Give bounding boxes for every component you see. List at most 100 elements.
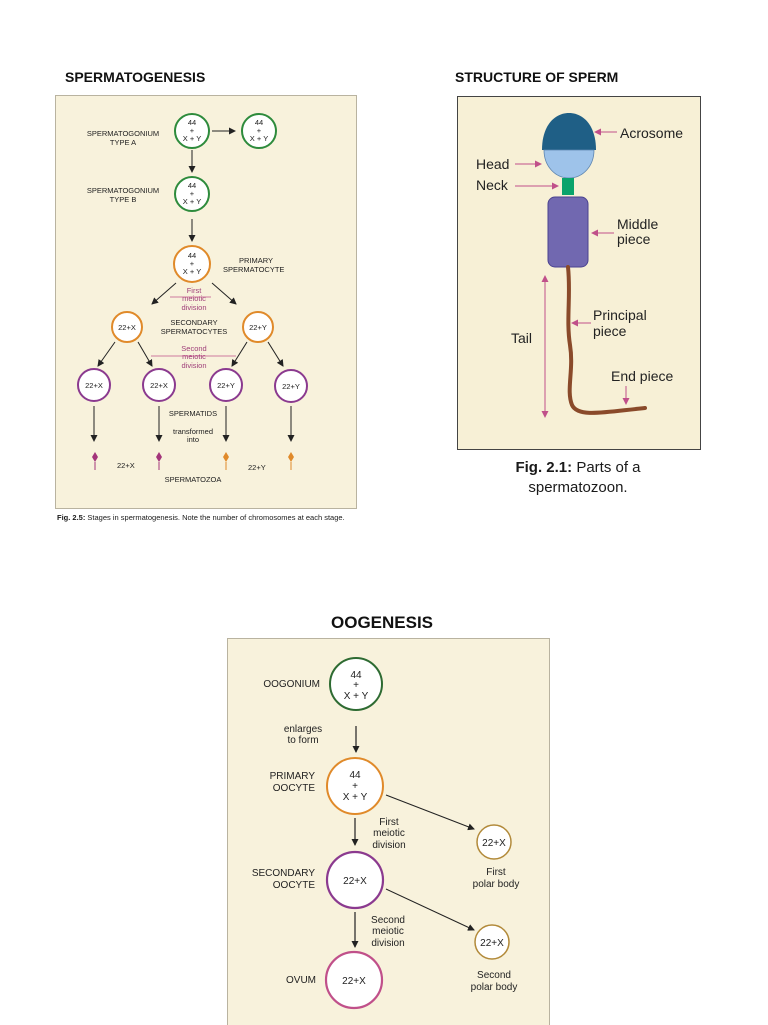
- svg-text:SECONDARY: SECONDARY: [252, 868, 315, 879]
- oogonium-label: OOGONIUM: [263, 679, 320, 690]
- spermatid-3-cell: [209, 368, 243, 402]
- svg-text:OOCYTE: OOCYTE: [273, 880, 316, 891]
- oogonium-cell: [329, 657, 383, 711]
- svg-text:Principal: Principal: [593, 307, 647, 323]
- svg-text:X + Y: X + Y: [250, 134, 268, 143]
- svg-text:44: 44: [350, 670, 362, 681]
- ovum-cell: [324, 950, 384, 1010]
- svg-text:44: 44: [349, 770, 361, 781]
- svg-text:+: +: [353, 680, 359, 691]
- spermatozoa-x-label: 22+X: [117, 461, 135, 470]
- spermatogenesis-caption-text: Stages in spermatogenesis. Note the numb…: [85, 513, 345, 522]
- svg-text:44: 44: [188, 251, 196, 260]
- svg-text:polar body: polar body: [471, 982, 518, 993]
- spermatid-3-label: 22+Y: [217, 381, 235, 390]
- arrow-secx-to-spermatid-2: [137, 341, 153, 367]
- svg-text:Second: Second: [477, 970, 511, 981]
- neck-shape: [562, 178, 574, 195]
- first-meiotic-division-label: First meiotic division: [372, 817, 405, 851]
- svg-text:meiotic: meiotic: [373, 828, 405, 839]
- svg-text:to form: to form: [287, 735, 318, 746]
- spermatids-label: SPERMATIDS: [169, 409, 217, 418]
- tail-label: Tail: [511, 330, 532, 346]
- svg-text:SPERMATOCYTE: SPERMATOCYTE: [223, 265, 284, 274]
- end-piece-label: End piece: [611, 368, 673, 384]
- spermatid-4-label: 22+Y: [282, 382, 300, 391]
- svg-text:+: +: [352, 781, 358, 792]
- spermatid-1-label: 22+X: [85, 381, 103, 390]
- arrow-primary-to-first-polar: [385, 794, 475, 831]
- sperm-structure-heading: STRUCTURE OF SPERM: [455, 69, 619, 85]
- spermatogonium-a-label: SPERMATOGONIUM TYPE A: [87, 129, 159, 147]
- svg-text:PRIMARY: PRIMARY: [239, 256, 273, 265]
- svg-text:piece: piece: [617, 231, 651, 247]
- svg-text:+: +: [190, 259, 195, 268]
- second-meiotic-division-label: Second meiotic division: [371, 915, 405, 949]
- svg-text:meiotic: meiotic: [182, 352, 206, 361]
- svg-text:First: First: [187, 286, 202, 295]
- svg-text:SPERMATOCYTES: SPERMATOCYTES: [161, 327, 227, 336]
- middle-piece-label: Middle piece: [617, 216, 658, 247]
- svg-text:Second: Second: [181, 344, 206, 353]
- arrow-primary-to-sec-y: [211, 282, 237, 305]
- spermatogenesis-panel: [55, 95, 357, 509]
- spermatogonium-a-cell: [174, 113, 210, 149]
- svg-text:X + Y: X + Y: [344, 691, 369, 702]
- spermatogonium-b-karyotype: 44 + X + Y: [183, 181, 201, 206]
- arrow-secondary-to-second-polar: [385, 888, 475, 931]
- spermatogonium-b-label: SPERMATOGONIUM TYPE B: [87, 186, 159, 204]
- svg-text:X + Y: X + Y: [343, 792, 368, 803]
- svg-text:44: 44: [255, 118, 263, 127]
- sperm-caption-line2: spermatozoon.: [528, 479, 628, 496]
- spermatozoon-1-icon: [92, 452, 98, 470]
- oogonium-karyotype: 44 + X + Y: [344, 670, 369, 702]
- svg-text:division: division: [371, 938, 404, 949]
- primary-spermatocyte-label: PRIMARY SPERMATOCYTE: [223, 256, 284, 274]
- spermatozoa-label: SPERMATOZOA: [165, 475, 222, 484]
- secondary-spermatocyte-x-cell: [111, 311, 143, 343]
- primary-spermatocyte-karyotype: 44 + X + Y: [183, 251, 201, 276]
- svg-text:Middle: Middle: [617, 216, 658, 232]
- primary-oocyte-cell: [326, 757, 384, 815]
- spermatozoon-3-icon: [223, 452, 229, 470]
- svg-text:Second: Second: [371, 915, 405, 926]
- svg-text:division: division: [372, 840, 405, 851]
- primary-spermatocyte-cell: [173, 245, 211, 283]
- spermatid-1-cell: [77, 368, 111, 402]
- svg-text:SPERMATOGONIUM: SPERMATOGONIUM: [87, 129, 159, 138]
- secondary-oocyte-karyotype: 22+X: [343, 876, 367, 887]
- primary-oocyte-karyotype: 44 + X + Y: [343, 770, 368, 803]
- secondary-spermatocyte-y-cell: [242, 311, 274, 343]
- head-shape: [543, 149, 595, 179]
- principal-piece-label: Principal piece: [593, 307, 647, 339]
- acrosome-shape: [542, 113, 596, 150]
- svg-text:X + Y: X + Y: [183, 134, 201, 143]
- svg-text:TYPE A: TYPE A: [110, 138, 136, 147]
- svg-text:OOCYTE: OOCYTE: [273, 783, 316, 794]
- first-polar-body-label: First polar body: [473, 867, 520, 890]
- arrow-secy-to-spermatid-4: [267, 341, 284, 367]
- spermatogenesis-caption-bold: Fig. 2.5:: [57, 513, 86, 522]
- svg-text:+: +: [190, 189, 195, 198]
- svg-text:X + Y: X + Y: [183, 267, 201, 276]
- svg-text:transformed: transformed: [173, 427, 213, 436]
- spermatozoon-2-icon: [156, 452, 162, 470]
- svg-text:division: division: [181, 361, 206, 370]
- first-meiotic-division-label: First meiotic division: [181, 286, 206, 312]
- arrow-secy-to-spermatid-3: [231, 341, 248, 367]
- svg-text:44: 44: [188, 118, 196, 127]
- spermatozoa-y-label: 22+Y: [248, 463, 266, 472]
- second-polar-body-karyotype: 22+X: [480, 938, 504, 949]
- secondary-oocyte-cell: [325, 850, 385, 910]
- spermatozoon-4-icon: [288, 452, 294, 470]
- ovum-karyotype: 22+X: [342, 976, 366, 987]
- spermatogonium-a-copy-cell: [241, 113, 277, 149]
- transformed-into-label: transformed into: [173, 427, 213, 444]
- spermatogonium-a-copy-karyotype: 44 + X + Y: [250, 118, 268, 143]
- svg-text:X + Y: X + Y: [183, 197, 201, 206]
- svg-text:piece: piece: [593, 323, 627, 339]
- spermatogenesis-heading: SPERMATOGENESIS: [65, 69, 206, 85]
